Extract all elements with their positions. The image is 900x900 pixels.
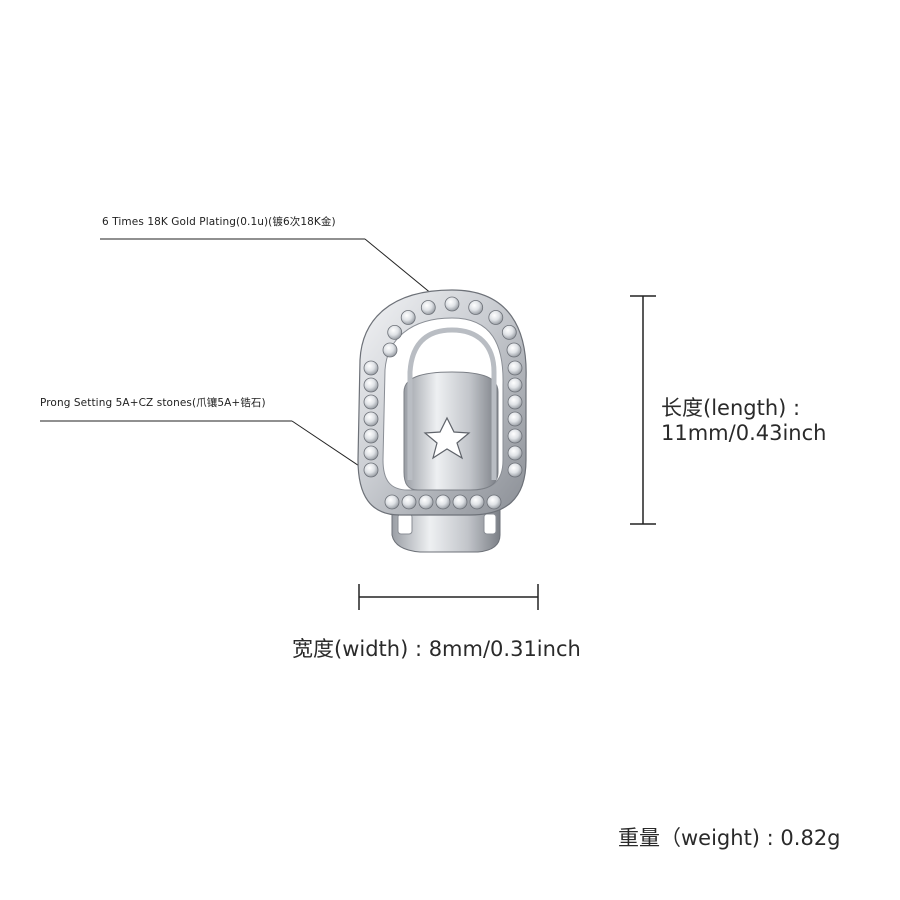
length-label: 长度(length) : — [661, 396, 801, 420]
cz-stone — [363, 445, 379, 461]
cz-stone — [363, 462, 379, 478]
cz-stone — [506, 342, 522, 358]
stones-callout-text: Prong Setting 5A+CZ stones(爪镶5A+锆石) — [40, 397, 266, 409]
grillz-tooth-cap-icon — [357, 289, 527, 553]
cz-stone — [501, 324, 517, 340]
cz-stone — [418, 494, 434, 510]
star-icon — [423, 416, 471, 460]
cz-stone — [435, 494, 451, 510]
cz-stone — [387, 324, 403, 340]
cz-stone — [401, 494, 417, 510]
cz-stone — [363, 411, 379, 427]
stones-leader-line — [40, 420, 405, 497]
cz-stone — [363, 360, 379, 376]
cz-stone — [384, 494, 400, 510]
weight-label: 重量（weight) : 0.82g — [618, 826, 841, 850]
cz-stone — [452, 494, 468, 510]
cz-stone — [488, 310, 504, 325]
cz-stone — [363, 428, 379, 444]
cz-stone — [507, 462, 523, 478]
cz-stone — [507, 377, 523, 393]
cz-stone — [363, 394, 379, 410]
cz-stone — [469, 494, 485, 510]
length-value: 11mm/0.43inch — [661, 421, 827, 445]
cz-stone — [507, 411, 523, 427]
cz-stone — [507, 394, 523, 410]
cz-stone — [507, 428, 523, 444]
cz-stone — [468, 300, 484, 315]
cz-stone — [507, 445, 523, 461]
cz-stone — [363, 377, 379, 393]
width-label: 宽度(width) : 8mm/0.31inch — [292, 637, 581, 661]
stone-row — [363, 296, 523, 510]
cz-stone — [507, 360, 523, 376]
length-dimension-bar — [630, 295, 656, 525]
width-dimension-bar — [358, 584, 539, 610]
cz-stone — [486, 494, 502, 510]
cz-stone — [444, 296, 460, 312]
cz-stone — [382, 342, 398, 358]
cz-stone — [420, 300, 436, 315]
plating-callout-text: 6 Times 18K Gold Plating(0.1u)(镀6次18K金) — [102, 216, 336, 228]
cz-stone — [400, 310, 416, 325]
